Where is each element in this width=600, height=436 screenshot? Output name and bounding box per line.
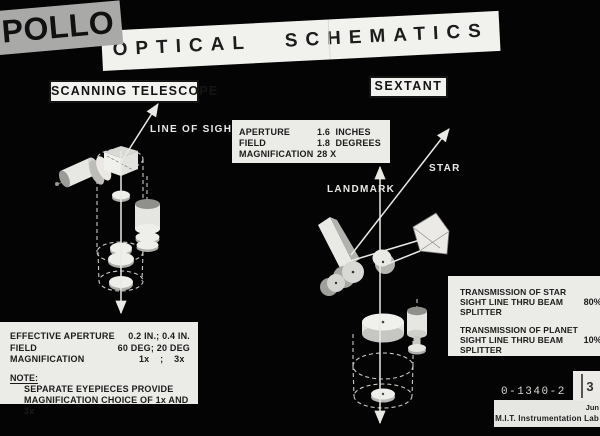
transmission-label: TRANSMISSION OF STAR SIGHT LINE THRU BEA…: [460, 287, 567, 317]
sextant-prism: [412, 212, 450, 255]
transmission-label: TRANSMISSION OF PLANET SIGHT LINE THRU B…: [460, 325, 578, 355]
stamp-line: [581, 374, 583, 398]
spec-row: MAGNIFICATION 1x ; 3x: [10, 354, 190, 366]
spec-value: 1.6 INCHES: [317, 127, 371, 137]
telescope-relay-lenses: [108, 190, 160, 291]
spec-value: 0.2 IN.; 0.4 IN.: [128, 331, 190, 341]
spec-row: MAGNIFICATION 28 X: [239, 149, 390, 160]
spec-value: 28 X: [317, 149, 337, 159]
sextant-label: SEXTANT: [369, 76, 448, 98]
spec-label: MAGNIFICATION: [239, 149, 314, 159]
transmission-row: TRANSMISSION OF STAR SIGHT LINE THRU BEA…: [460, 287, 600, 317]
spec-row: EFFECTIVE APERTURE 0.2 IN.; 0.4 IN.: [10, 331, 190, 343]
sextant-eyepiece: [407, 306, 427, 355]
telescope-objective-lens: [89, 156, 112, 185]
line-of-sight-arrow: [120, 103, 159, 163]
sextant-drive-disks: [320, 261, 364, 296]
spec-label: MAGNIFICATION: [10, 354, 85, 364]
sextant-objective-lens: [362, 313, 404, 343]
organization-text: M.I.T. Instrumentation Lab: [495, 414, 599, 423]
spec-value: 1x ; 3x: [138, 354, 190, 364]
drawing-number: 0-1340-2: [501, 386, 566, 398]
line-of-sight-label: LINE OF SIGHT: [150, 124, 240, 135]
scanning-telescope-drawing: [55, 103, 160, 315]
spec-label: FIELD: [10, 342, 37, 353]
frame-stamp: 3: [573, 371, 600, 401]
transmission-box: TRANSMISSION OF STAR SIGHT LINE THRU BEA…: [448, 276, 600, 356]
transmission-row: TRANSMISSION OF PLANET SIGHT LINE THRU B…: [460, 325, 600, 355]
telescope-axis-tip: [55, 182, 59, 186]
apollo-text: POLLO: [0, 3, 116, 50]
sextant-specs-box: APERTURE 1.6 INCHES FIELD 1.8 DEGREES MA…: [232, 120, 390, 163]
note-heading: NOTE:: [10, 372, 38, 383]
spec-value: 1.8 DEGREES: [317, 138, 381, 148]
landmark-label: LANDMARK: [327, 184, 396, 195]
spec-label: EFFECTIVE APERTURE: [10, 331, 115, 341]
note-line: SEPARATE EYEPIECES PROVIDE: [24, 383, 174, 394]
spec-value: 60 DEG; 20 DEG: [117, 342, 190, 353]
mit-credit-box: Jun M.I.T. Instrumentation Lab: [494, 400, 600, 427]
date-text: Jun: [585, 403, 599, 412]
star-label: STAR: [429, 163, 461, 174]
scanning-telescope-label: SCANNING TELESCOPE: [49, 80, 217, 103]
spec-row: FIELD 1.8 DEGREES: [239, 138, 390, 149]
spec-label: APERTURE: [239, 127, 291, 137]
spec-row: APERTURE 1.6 INCHES: [239, 127, 390, 138]
transmission-value: 80%: [583, 297, 600, 307]
sextant-horizontal-path-2: [384, 250, 421, 266]
transmission-value: 10%: [583, 335, 600, 345]
spec-row: FIELD 60 DEG; 20 DEG: [10, 343, 190, 355]
star-arrow: [350, 128, 450, 256]
sextant-drawing: [318, 128, 450, 425]
stamp-number: 3: [586, 378, 594, 394]
spec-label: FIELD: [239, 138, 266, 148]
note-line: MAGNIFICATION CHOICE OF 1x AND 3x: [24, 394, 189, 416]
telescope-specs-box: EFFECTIVE APERTURE 0.2 IN.; 0.4 IN. FIEL…: [0, 322, 198, 416]
sextant-field-lens: [371, 388, 395, 403]
